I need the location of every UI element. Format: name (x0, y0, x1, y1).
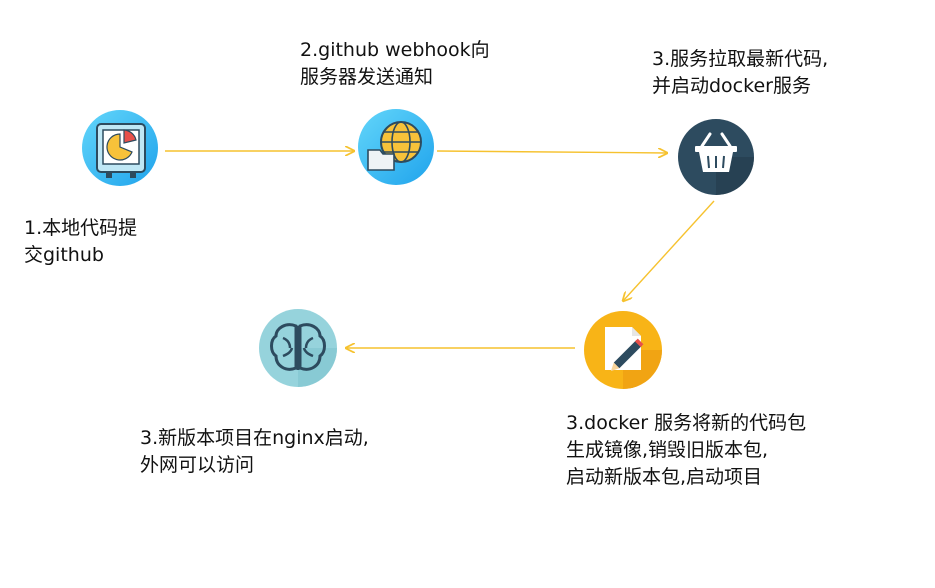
step-2-label: 2.github webhook向 服务器发送通知 (300, 37, 490, 91)
step-5-label: 3.新版本项目在nginx启动, 外网可以访问 (140, 425, 369, 479)
step-3-line-1: 3.服务拉取最新代码, (652, 48, 829, 70)
step-3-line-2: 并启动docker服务 (652, 75, 811, 97)
step-2-line-2: 服务器发送通知 (300, 66, 434, 88)
step-4-label: 3.docker 服务将新的代码包 生成镜像,销毁旧版本包, 启动新版本包,启动… (566, 410, 806, 491)
document-pencil-icon (584, 311, 662, 389)
step-5-line-1: 3.新版本项目在nginx启动, (140, 427, 369, 449)
arrow-webhook-to-pull (436, 151, 667, 153)
step-5-line-2: 外网可以访问 (140, 454, 255, 476)
monitor-pie-chart-icon (82, 110, 158, 186)
step-2-line-1: 2.github webhook向 (300, 39, 490, 61)
arrow-pull-to-build (623, 200, 715, 301)
step-4-line-2: 生成镜像,销毁旧版本包, (566, 439, 769, 461)
brain-icon (259, 309, 337, 387)
step-1-label: 1.本地代码提 交github (24, 215, 137, 269)
step-4-line-1: 3.docker 服务将新的代码包 (566, 412, 807, 434)
step-4-line-3: 启动新版本包,启动项目 (566, 466, 763, 488)
step-1-line-2: 交github (24, 244, 104, 266)
basket-icon (678, 119, 754, 195)
step-1-line-1: 1.本地代码提 (24, 217, 138, 239)
globe-folder-icon (358, 109, 434, 185)
step-3-label: 3.服务拉取最新代码, 并启动docker服务 (652, 46, 828, 100)
